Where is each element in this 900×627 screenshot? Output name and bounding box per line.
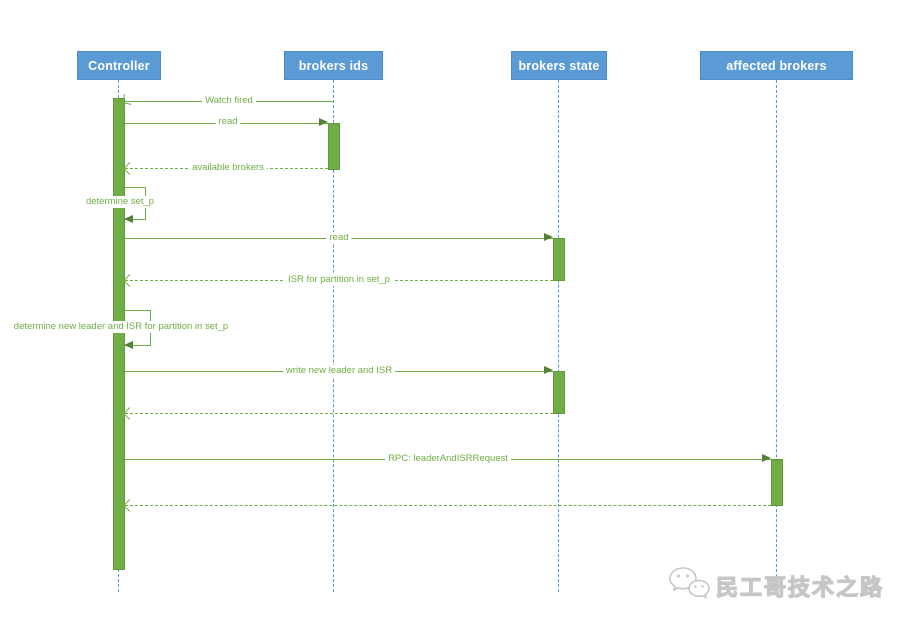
filled-arrow-icon: [124, 341, 133, 349]
open-arrow-icon: [123, 162, 136, 175]
lifeline-brokers-ids: [333, 80, 334, 592]
participant-box-affected-brokers: affected brokers: [700, 51, 853, 80]
lifeline-brokers-state: [558, 80, 559, 592]
open-arrow-icon: [123, 407, 136, 420]
msg-write-new-leader-label: write new leader and ISR: [282, 365, 396, 377]
filled-arrow-icon: [544, 366, 553, 374]
participant-label-affected-brokers: affected brokers: [726, 58, 827, 73]
participant-label-brokers-state: brokers state: [518, 58, 600, 73]
msg-read-brokers-ids-label: read: [215, 116, 241, 128]
filled-arrow-icon: [544, 233, 553, 241]
msg-return-brokers-state-line: [125, 413, 553, 414]
msg-watch-fired-label: Watch fired: [202, 95, 256, 107]
wechat-icon: [668, 566, 710, 605]
filled-arrow-icon: [124, 215, 133, 223]
activation-controller: [113, 98, 125, 570]
participant-box-brokers-state: brokers state: [511, 51, 607, 80]
msg-return-affected-brokers-line: [125, 505, 771, 506]
activation-brokers-state-2: [553, 371, 565, 414]
filled-arrow-icon: [319, 118, 328, 126]
filled-arrow-icon: [762, 454, 771, 462]
lifeline-affected-brokers: [776, 80, 777, 592]
participant-label-controller: Controller: [88, 58, 150, 73]
msg-determine-new-leader-label: determine new leader and ISR for partiti…: [10, 321, 232, 333]
open-arrow-icon: [122, 94, 133, 105]
activation-brokers-ids: [328, 123, 340, 170]
participant-box-brokers-ids: brokers ids: [284, 51, 383, 80]
msg-rpc-leaderandisr-label: RPC: leaderAndISRRequest: [385, 453, 511, 465]
watermark-text: 民工哥技术之路: [715, 574, 885, 600]
msg-determine-set-p-label: determine set_p: [82, 196, 158, 208]
activation-affected-brokers: [771, 459, 783, 506]
msg-read-brokers-state-label: read: [326, 232, 352, 244]
msg-isr-partition-label: ISR for partition in set_p: [285, 274, 393, 286]
open-arrow-icon: [123, 274, 136, 287]
open-arrow-icon: [123, 499, 136, 512]
msg-available-brokers-label: available brokers: [189, 162, 267, 174]
participant-box-controller: Controller: [77, 51, 161, 80]
participant-label-brokers-ids: brokers ids: [298, 58, 369, 73]
activation-brokers-state-1: [553, 238, 565, 281]
